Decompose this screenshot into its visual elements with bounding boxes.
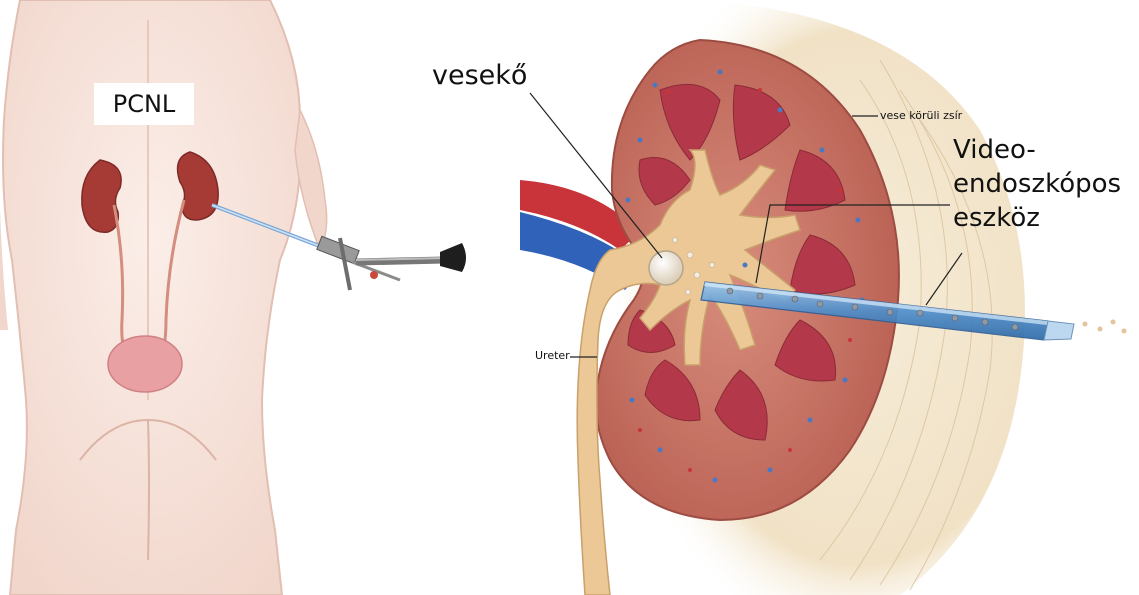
device-label-line-2: endoszkópos: [953, 167, 1121, 201]
perirenal-fat-label: vese körüli zsír: [880, 109, 962, 122]
procedure-label: PCNL: [94, 83, 194, 125]
kidney-stone: [649, 251, 683, 285]
stone-label: vesekő: [432, 60, 527, 91]
body-back-view: [0, 0, 466, 595]
ureter-label: Ureter: [535, 349, 570, 362]
bladder: [108, 336, 182, 392]
device-label-line-3: eszköz: [953, 201, 1121, 235]
kidney-cross-section: [520, 0, 1127, 595]
endoscopic-device-label: Video- endoszkópos eszköz: [953, 133, 1121, 235]
device-label-line-1: Video-: [953, 133, 1121, 167]
right-arm: [295, 110, 327, 250]
